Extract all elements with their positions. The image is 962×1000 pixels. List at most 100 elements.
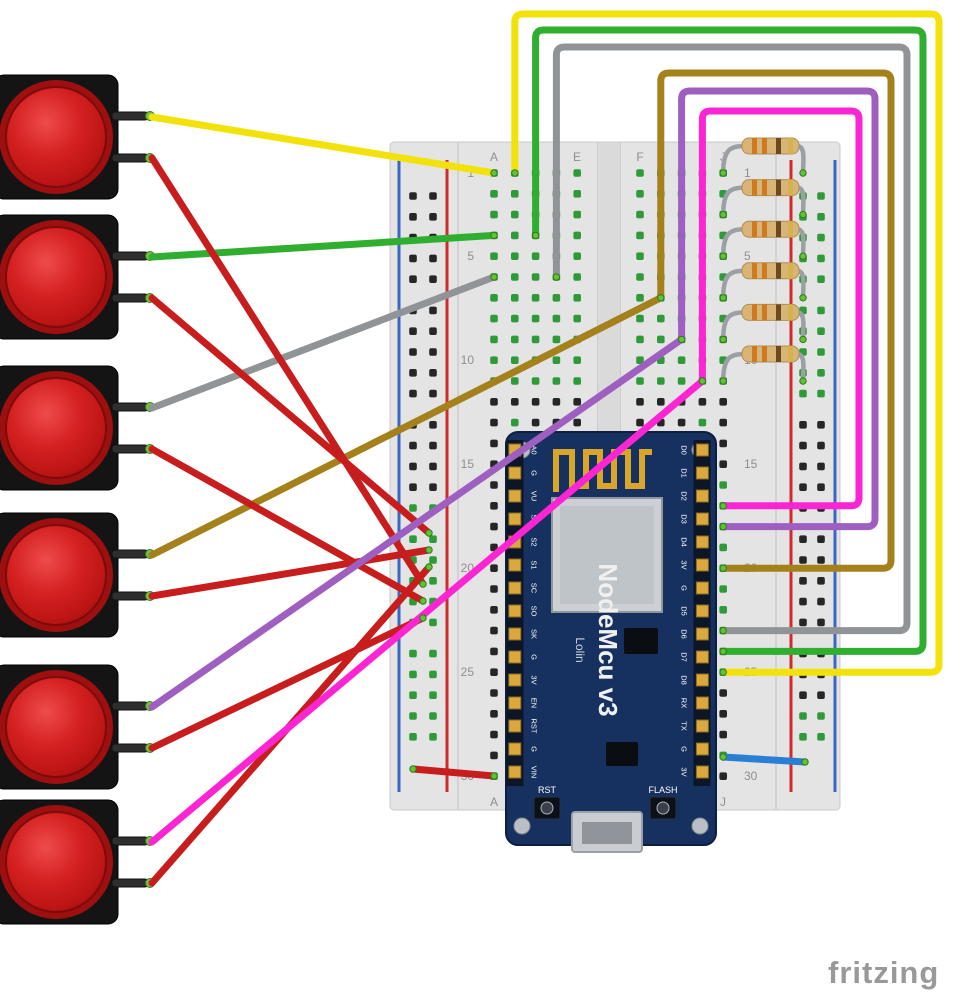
wire-gray-loop[interactable]	[552, 43, 911, 635]
breadboard-hole[interactable]	[490, 710, 498, 718]
breadboard-hole[interactable]	[490, 418, 498, 427]
breadboard-hole[interactable]	[719, 585, 727, 593]
breadboard-rail-hole[interactable]	[429, 369, 437, 377]
breadboard-rail-hole[interactable]	[799, 421, 807, 429]
breadboard-rail-hole[interactable]	[817, 577, 825, 585]
breadboard-hole[interactable]	[552, 356, 561, 364]
breadboard-rail-hole[interactable]	[429, 192, 437, 200]
breadboard-hole[interactable]	[636, 252, 644, 260]
breadboard-hole[interactable]	[490, 522, 498, 531]
breadboard-rail-hole[interactable]	[409, 483, 417, 491]
breadboard-rail-hole[interactable]	[817, 462, 825, 471]
breadboard-rail-hole[interactable]	[409, 649, 417, 658]
breadboard-rail-hole[interactable]	[409, 348, 417, 356]
header-pin[interactable]	[508, 627, 522, 641]
header-pin[interactable]	[508, 558, 522, 572]
wire-yellow-loop[interactable]	[511, 10, 943, 676]
breadboard-rail-hole[interactable]	[817, 348, 825, 356]
breadboard-rail-hole[interactable]	[429, 483, 437, 491]
breadboard-rail-hole[interactable]	[799, 618, 807, 627]
breadboard-rail-hole[interactable]	[409, 254, 417, 263]
breadboard-hole[interactable]	[636, 356, 644, 364]
breadboard-rail-hole[interactable]	[799, 577, 807, 585]
breadboard-hole[interactable]	[636, 418, 644, 427]
wire-red-button5-ground[interactable]	[148, 614, 427, 752]
breadboard-rail-hole[interactable]	[409, 504, 417, 512]
pushbutton-cap[interactable]	[6, 227, 106, 327]
breadboard-hole[interactable]	[573, 398, 581, 406]
breadboard-rail-hole[interactable]	[429, 556, 437, 564]
wire-red-button4-ground[interactable]	[148, 546, 433, 600]
wire-purple-loop[interactable]	[678, 87, 879, 531]
resistor[interactable]	[720, 220, 806, 259]
breadboard-hole[interactable]	[490, 606, 498, 614]
breadboard-hole[interactable]	[719, 606, 727, 614]
breadboard-hole[interactable]	[511, 294, 519, 302]
breadboard-hole[interactable]	[719, 398, 727, 406]
breadboard-hole[interactable]	[490, 481, 498, 489]
breadboard-hole[interactable]	[511, 314, 519, 323]
breadboard-hole[interactable]	[552, 294, 561, 302]
breadboard-rail-hole[interactable]	[409, 712, 417, 720]
breadboard-rail-hole[interactable]	[429, 327, 437, 335]
breadboard-rail-hole[interactable]	[409, 327, 417, 335]
pushbutton-cap[interactable]	[6, 677, 106, 777]
breadboard-hole[interactable]	[573, 273, 581, 281]
breadboard-rail-hole[interactable]	[817, 691, 825, 699]
wire-green-loop[interactable]	[532, 26, 927, 655]
breadboard-hole[interactable]	[719, 418, 727, 427]
breadboard-rail-hole[interactable]	[799, 483, 807, 491]
header-pin[interactable]	[695, 558, 709, 572]
breadboard-hole[interactable]	[552, 314, 561, 323]
header-pin[interactable]	[508, 466, 522, 480]
header-pin[interactable]	[695, 765, 709, 779]
breadboard-rail-hole[interactable]	[817, 618, 825, 627]
header-pin[interactable]	[695, 650, 709, 664]
breadboard-rail-hole[interactable]	[429, 275, 437, 283]
breadboard-hole[interactable]	[719, 481, 727, 489]
breadboard-rail-hole[interactable]	[799, 462, 807, 471]
breadboard-rail-hole[interactable]	[817, 275, 825, 283]
breadboard-hole[interactable]	[490, 502, 498, 510]
breadboard-hole[interactable]	[490, 210, 498, 219]
breadboard-rail-hole[interactable]	[817, 192, 825, 200]
breadboard-hole[interactable]	[657, 377, 665, 385]
breadboard-rail-hole[interactable]	[817, 389, 825, 398]
breadboard-rail-hole[interactable]	[799, 556, 807, 564]
breadboard-hole[interactable]	[511, 252, 519, 260]
breadboard-rail-hole[interactable]	[409, 192, 417, 200]
header-pin[interactable]	[695, 581, 709, 595]
header-pin[interactable]	[508, 604, 522, 618]
breadboard-rail-hole[interactable]	[429, 618, 437, 627]
breadboard-rail-hole[interactable]	[799, 389, 807, 398]
breadboard-hole[interactable]	[657, 398, 665, 406]
breadboard-hole[interactable]	[531, 294, 540, 302]
breadboard-hole[interactable]	[490, 751, 498, 760]
header-pin[interactable]	[508, 696, 522, 710]
breadboard-rail-hole[interactable]	[799, 441, 807, 450]
breadboard-hole[interactable]	[490, 689, 498, 697]
pushbutton[interactable]	[0, 512, 155, 638]
breadboard-hole[interactable]	[636, 210, 644, 219]
breadboard-hole[interactable]	[636, 377, 644, 385]
breadboard-rail-hole[interactable]	[409, 733, 417, 741]
breadboard-hole[interactable]	[719, 689, 727, 697]
breadboard-hole[interactable]	[573, 418, 581, 427]
wire-purple-button5-signal[interactable]	[148, 335, 686, 711]
rst-button-cap[interactable]	[540, 801, 554, 815]
breadboard-hole[interactable]	[698, 398, 707, 406]
breadboard-hole[interactable]	[677, 418, 686, 427]
breadboard-rail-hole[interactable]	[429, 306, 437, 315]
breadboard-rail-hole[interactable]	[817, 597, 825, 606]
header-pin[interactable]	[508, 512, 522, 526]
breadboard-hole[interactable]	[636, 231, 644, 240]
breadboard-hole[interactable]	[511, 418, 519, 427]
breadboard-rail-hole[interactable]	[817, 213, 825, 221]
header-pin[interactable]	[508, 765, 522, 779]
breadboard-hole[interactable]	[636, 273, 644, 281]
nodemcu-board[interactable]: NodeMcu v3 Lolin RST FLASH A0GVUS3S2S1SC…	[505, 431, 717, 853]
breadboard-rail-hole[interactable]	[409, 213, 417, 221]
pushbutton[interactable]	[0, 664, 155, 790]
breadboard-hole[interactable]	[552, 335, 561, 344]
flash-button-cap[interactable]	[656, 801, 670, 815]
